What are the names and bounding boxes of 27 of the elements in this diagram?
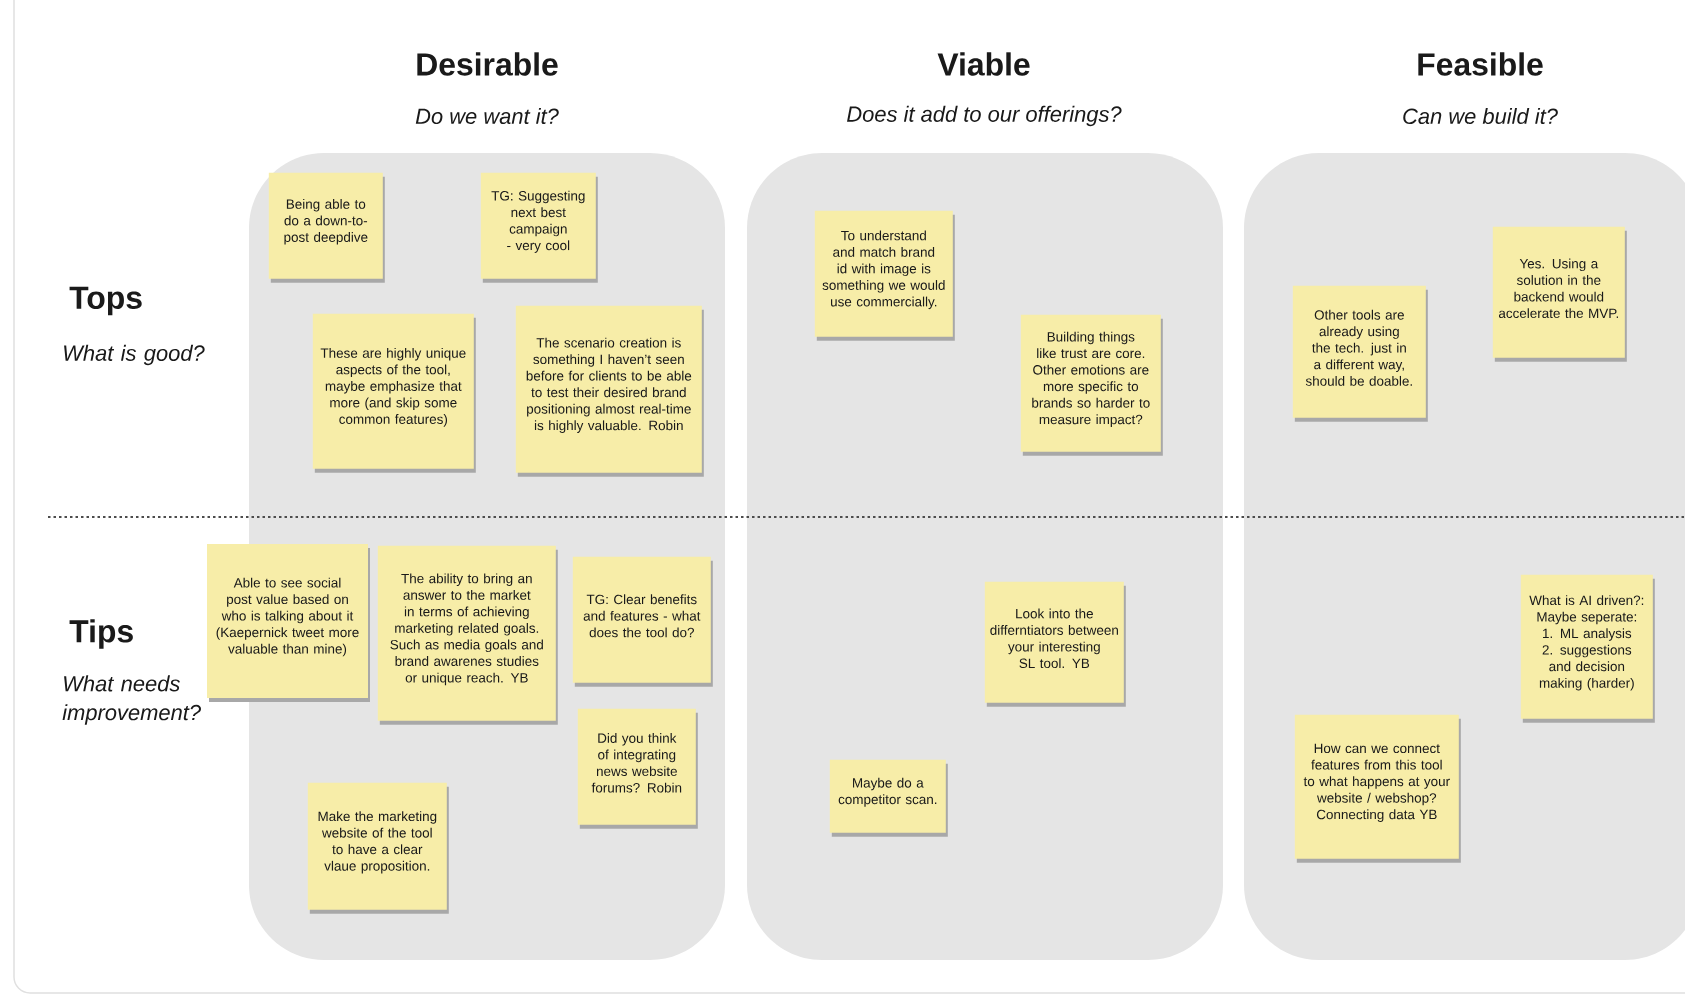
sticky-note: TG: Clear benefits and features - what does the tool do? — [572, 556, 713, 687]
sticky-note: How can we connect features from this tool to what happens at your website / webshop? Connecting data YB — [1294, 714, 1461, 863]
sticky-note: The scenario creation is something I haven’t seen before for clients to be able to test their desired brand positioning almost real-time is highly valuable. Robin — [515, 305, 704, 477]
row-heading: Tops — [69, 286, 142, 316]
sticky-note: Other tools are already using the tech. just in a different way, should be doable. — [1292, 285, 1428, 422]
sticky-note: Make the marketing website of the tool to have a clear vlaue proposition. — [307, 782, 449, 914]
column-question: Do we want it? — [415, 107, 559, 125]
sticky-note: Did you think of integrating news website forums? Robin — [577, 708, 698, 829]
sticky-note: Look into the differntiators between your interesting SL tool. YB — [984, 581, 1126, 707]
sticky-note: Able to see social post value based on who is talking about it (Kaepernick tweet more valuable than mine) — [207, 544, 370, 702]
column-heading: Viable — [937, 52, 1030, 76]
row-question: What needs improvement? — [62, 675, 201, 725]
sticky-note: The ability to bring an answer to the market in terms of achieving marketing related goals. Such as media goals and brand awarenes studies or unique reach. YB — [377, 545, 558, 725]
row-question: What is good? — [64, 344, 205, 366]
sticky-note: These are highly unique aspects of the tool, maybe emphasize that more (and skip some common features) — [312, 313, 476, 473]
sticky-note: Maybe do a competitor scan. — [829, 759, 948, 837]
column-heading: Feasible — [1418, 52, 1543, 76]
row-heading: Tips — [69, 619, 133, 649]
sticky-note: Building things like trust are core. Other emotions are more specific to brands so harder to measure impact? — [1020, 314, 1163, 456]
column-question: Can we build it? — [1403, 107, 1558, 125]
sticky-note: Yes. Using a solution in the backend would accelerate the MVP. — [1492, 226, 1627, 362]
column-heading: Desirable — [417, 52, 558, 76]
sticky-note: What is AI driven?: Maybe seperate: 1. ML analysis 2. suggestions and decision making (harder) — [1520, 574, 1655, 723]
sticky-note: To understand and match brand id with image is something we would use commercially. — [814, 210, 955, 341]
sticky-note: TG: Suggesting next best campaign - very cool — [480, 172, 598, 283]
column-question: Does it add to our offerings? — [847, 105, 1122, 127]
sticky-note: Being able to do a down-to-post deepdive — [268, 172, 385, 283]
